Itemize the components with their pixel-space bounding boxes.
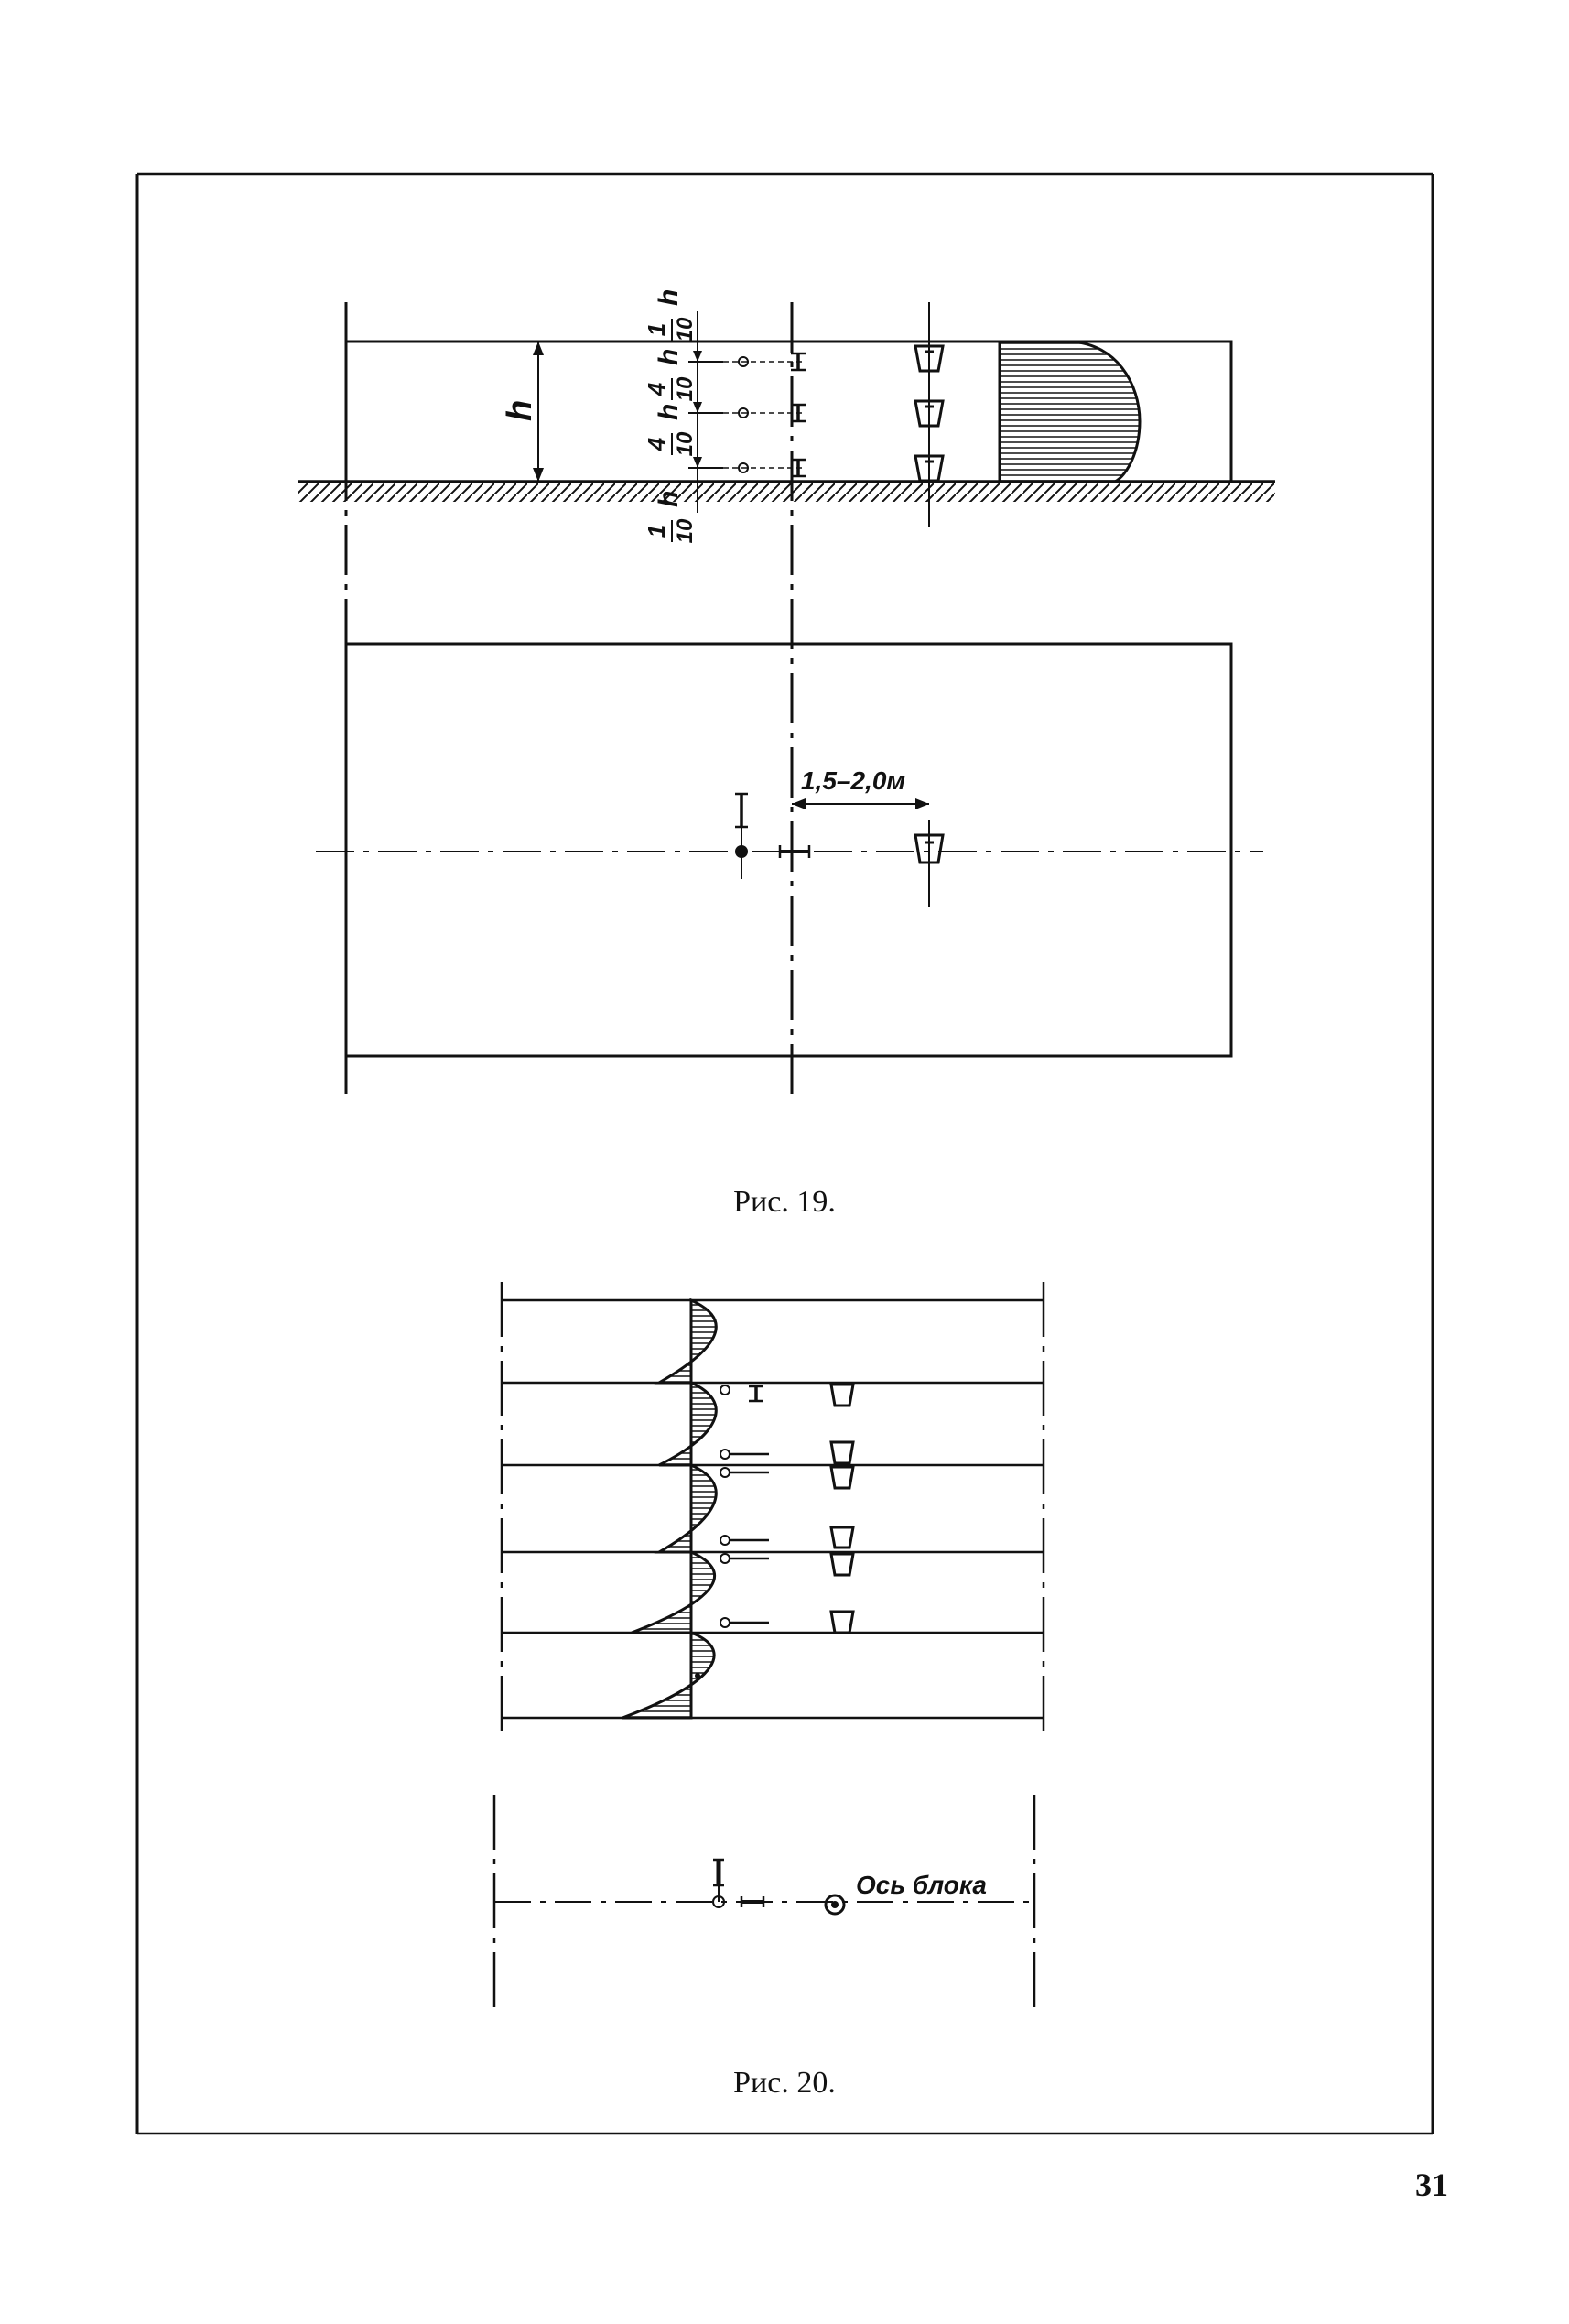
svg-text:10: 10 — [673, 317, 698, 342]
fig19-axes — [344, 302, 930, 1103]
svg-text:h: h — [654, 349, 684, 365]
fig20-instruments — [695, 1383, 855, 1678]
svg-text:4: 4 — [643, 382, 670, 396]
svg-text:1: 1 — [643, 525, 670, 538]
fig19-elevation: h 1 10 h 4 1 — [298, 289, 1275, 544]
fig19-plan: 1,5–2,0м — [316, 642, 1263, 1058]
figure-19: h 1 10 h 4 1 — [298, 289, 1275, 1219]
svg-text:4: 4 — [643, 437, 670, 451]
profile-3 — [654, 1462, 718, 1554]
figure-20: Ось блока Рис. 20. — [492, 1282, 1045, 2100]
svg-text:10: 10 — [673, 518, 698, 543]
dim-ticks — [688, 341, 723, 483]
profile-1 — [654, 1298, 718, 1385]
distance-label: 1,5–2,0м — [801, 766, 905, 795]
profile-2 — [658, 1380, 718, 1467]
page-frame — [135, 172, 1434, 2135]
fraction-4-10-lower: 4 10 h — [643, 404, 698, 457]
figure-20-caption: Рис. 20. — [733, 2066, 836, 2100]
fraction-1-10-bottom: 1 10 h — [643, 491, 698, 544]
height-symbol: h — [501, 400, 539, 421]
velocity-profile — [998, 340, 1142, 483]
page-number: 31 — [1415, 2167, 1448, 2203]
svg-text:h: h — [654, 491, 684, 507]
fig20-plan: Ось блока — [492, 1795, 1036, 2010]
svg-text:10: 10 — [673, 431, 698, 456]
fraction-1-10-top: 1 10 h — [643, 289, 698, 342]
svg-text:1: 1 — [643, 323, 670, 336]
svg-text:10: 10 — [673, 376, 698, 401]
svg-text:h: h — [654, 404, 684, 420]
fraction-4-10-upper: 4 10 h — [643, 349, 698, 402]
block-axis-label: Ось блока — [856, 1871, 987, 1899]
profile-5 — [622, 1630, 716, 1720]
profile-4 — [631, 1549, 717, 1634]
ground-hatch — [298, 482, 1275, 502]
block-axis-marker — [824, 1894, 846, 1916]
figure-19-caption: Рис. 19. — [733, 1185, 836, 1219]
fig20-section — [500, 1282, 1045, 1735]
svg-text:h: h — [654, 289, 684, 306]
